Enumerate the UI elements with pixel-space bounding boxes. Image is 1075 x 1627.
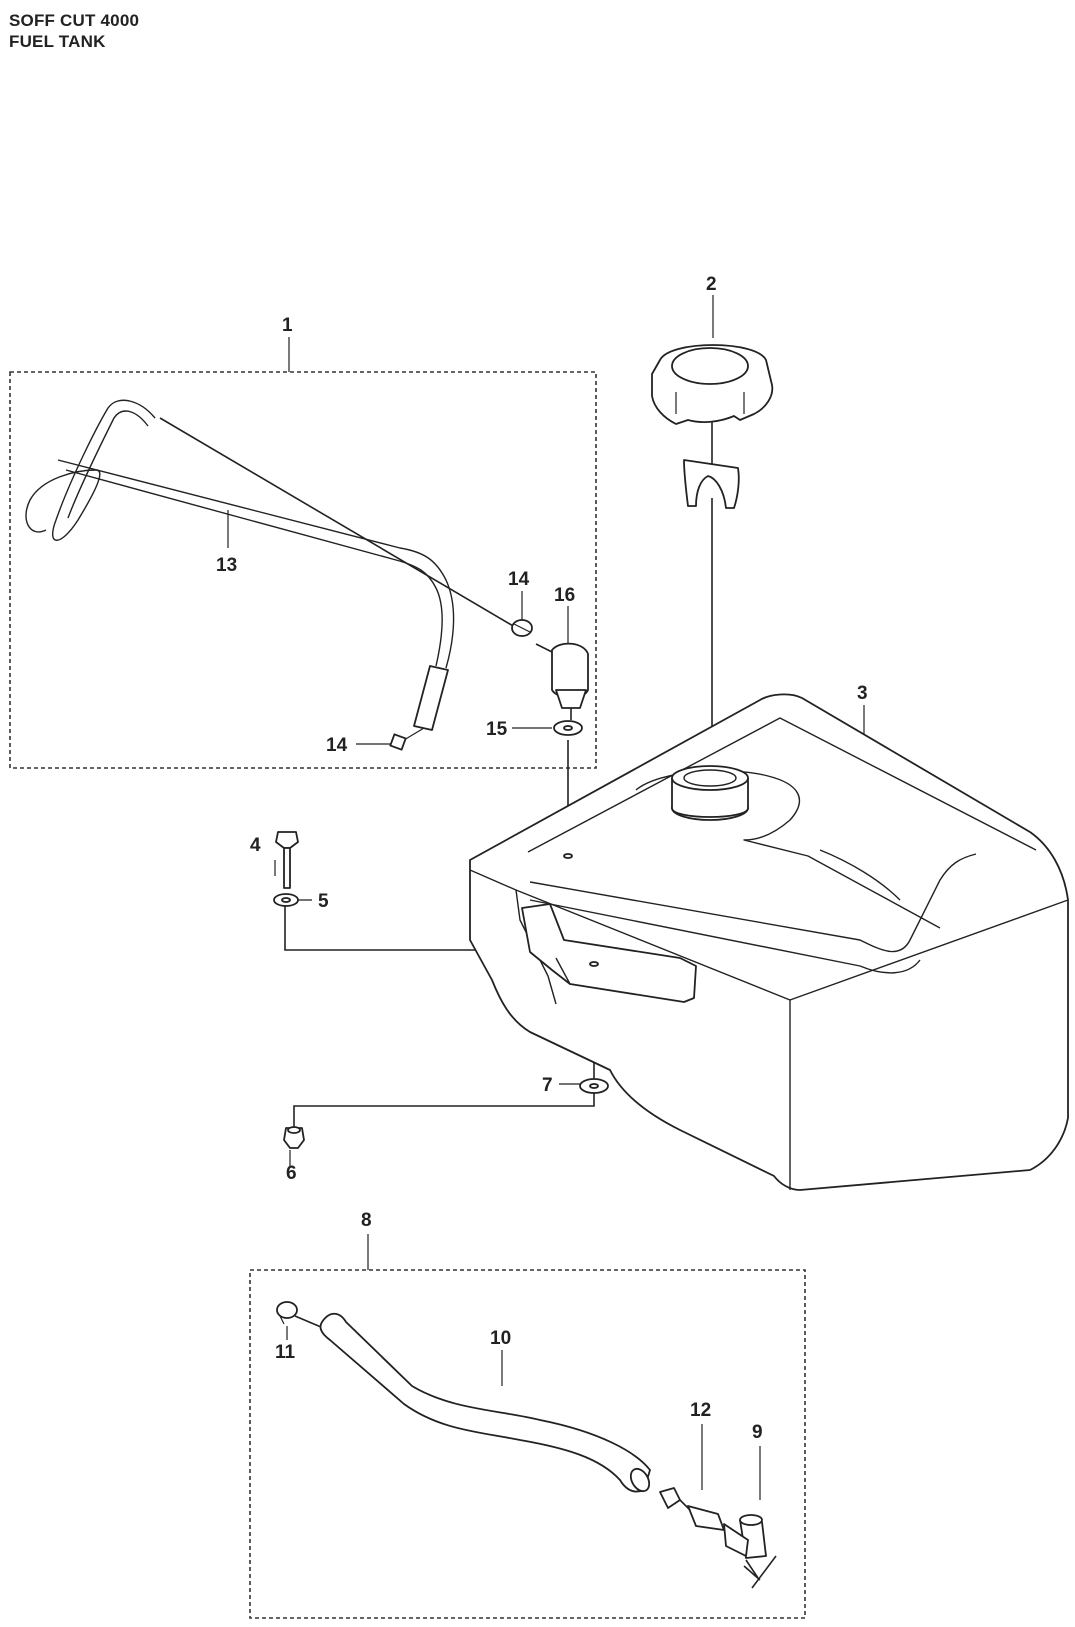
- fuel-pickup-filter: [535, 642, 589, 720]
- callout-16: 16: [554, 585, 575, 606]
- callout-14-upper: 14: [508, 569, 530, 590]
- callout-2: 2: [706, 274, 717, 295]
- callout-4: 4: [250, 835, 261, 856]
- diagram-header: SOFF CUT 4000 FUEL TANK: [9, 10, 139, 52]
- callout-12: 12: [690, 1400, 711, 1421]
- fuel-cap: [651, 344, 774, 425]
- callout-11: 11: [275, 1342, 296, 1363]
- hose-connector: [659, 1487, 725, 1531]
- leader-lines: [227, 295, 865, 1500]
- hose-clamp-lower: [276, 1301, 298, 1325]
- callout-14-lower: 14: [326, 735, 348, 756]
- fuel-breather-tube: [25, 399, 455, 751]
- section-title: FUEL TANK: [9, 32, 106, 51]
- hose-clamp-upper: [511, 619, 533, 637]
- nut: [283, 1126, 305, 1149]
- callout-9: 9: [752, 1422, 763, 1443]
- callout-labels: 1 2 3 4 5 6 7 8 9 10 11 12 13 14 14 15 1…: [216, 274, 868, 1443]
- fuel-tank: [469, 693, 1069, 1191]
- fuel-hose: [319, 1312, 651, 1493]
- callout-6: 6: [286, 1163, 297, 1184]
- fuel-valve: [723, 1514, 777, 1589]
- callout-5: 5: [318, 891, 329, 912]
- callout-13: 13: [216, 555, 237, 576]
- callout-10: 10: [490, 1328, 511, 1349]
- model-title: SOFF CUT 4000: [9, 11, 140, 30]
- callout-8: 8: [361, 1210, 372, 1231]
- cap-tether: [683, 459, 740, 509]
- group-box-fuel-valve: [249, 1269, 806, 1619]
- callout-7: 7: [542, 1075, 553, 1096]
- grommet: [553, 720, 583, 736]
- washer-upper: [273, 893, 299, 907]
- bolt: [275, 831, 299, 889]
- washer-lower: [579, 1078, 609, 1094]
- callout-1: 1: [282, 315, 293, 336]
- callout-3: 3: [857, 683, 868, 704]
- group-box-fuel-lines: [9, 371, 597, 769]
- callout-15: 15: [486, 719, 508, 740]
